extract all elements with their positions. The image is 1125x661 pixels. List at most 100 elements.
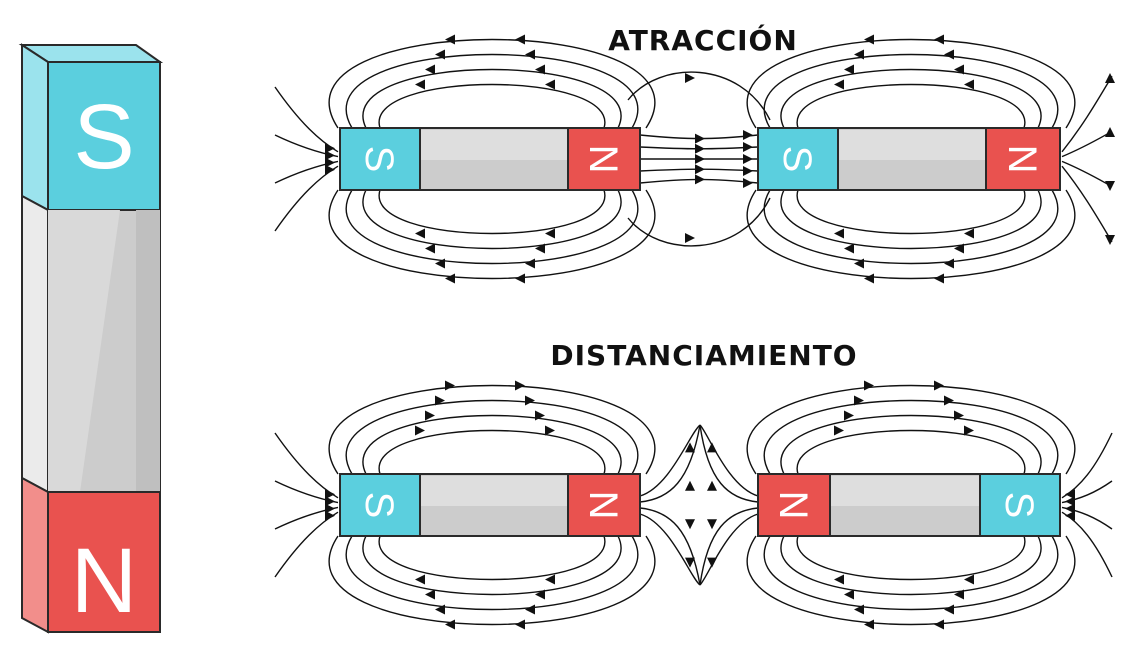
repulsion-magnet-right: N S [757,473,1061,537]
attraction-magnet-right: S N [757,127,1061,191]
field-line-58 [639,507,701,586]
repulsion-magnet-left: S N [339,473,641,537]
field-arrow-23 [685,233,695,243]
field-arrow-6 [525,258,535,269]
field-line-7 [328,38,656,129]
field-arrow-44 [944,395,954,406]
field-arrow-17 [695,133,705,144]
field-arrow-9 [964,79,974,90]
vertical-magnet-south-label: S [73,86,134,188]
repulsion-title: DISTANCIAMIENTO [550,339,857,372]
field-arrow-48 [325,489,335,500]
field-arrow-18 [695,143,705,154]
field-arrow-22 [685,73,695,83]
field-arrow-8 [515,273,525,284]
attraction-left-south-label: S [357,146,401,173]
field-line-31 [1061,165,1113,243]
field-line-8 [328,189,656,280]
field-arrow-34 [425,410,435,421]
field-lines [274,34,1115,630]
field-line-14 [763,189,1059,265]
field-arrow-35 [535,589,545,600]
field-line-15 [746,38,1076,129]
field-line-46 [746,384,1076,475]
field-line-11 [780,68,1042,129]
field-arrow-58 [685,519,695,530]
field-arrow-36 [525,395,535,406]
field-arrow-17 [743,130,753,140]
field-arrow-25 [1105,73,1115,83]
field-arrow-50 [685,442,695,453]
field-arrow-55 [707,480,717,491]
field-arrow-41 [834,574,844,585]
field-line-23 [627,197,771,247]
field-line-38 [328,384,656,475]
vertical-magnet-north-label: N [71,530,137,632]
field-line-49 [1061,432,1113,499]
field-arrow-14 [854,258,864,269]
field-arrow-43 [844,589,854,600]
field-arrow-60 [325,510,335,521]
attraction-title: ATRACCIÓN [608,23,798,57]
field-arrow-14 [944,258,954,269]
field-arrow-37 [525,604,535,615]
field-line-27 [1061,130,1113,158]
field-arrow-45 [854,604,864,615]
field-line-35 [362,535,622,596]
field-line-55 [699,424,759,503]
field-arrow-11 [954,64,964,75]
field-arrow-42 [844,410,854,421]
field-arrow-15 [864,34,874,45]
field-arrow-51 [707,442,717,453]
field-line-59 [699,507,759,586]
field-arrow-1 [415,79,425,90]
field-line-47 [746,535,1076,626]
field-line-22 [627,71,771,121]
field-arrow-31 [1105,235,1115,245]
field-line-13 [763,53,1059,129]
field-arrow-2 [545,228,555,239]
repulsion-right-north-label: N [771,491,815,520]
field-arrow-7 [515,34,525,45]
field-arrow-43 [954,589,964,600]
field-line-10 [796,189,1026,235]
field-arrow-24 [325,143,335,154]
field-line-33 [378,535,606,581]
field-arrow-47 [934,619,944,630]
field-line-9 [796,83,1026,129]
field-line-63 [699,513,759,586]
field-arrow-5 [435,49,445,60]
field-arrow-13 [854,49,864,60]
field-arrow-35 [425,589,435,600]
field-arrow-32 [545,425,555,436]
field-arrow-3 [535,64,545,75]
field-arrow-34 [535,410,545,421]
field-arrow-41 [964,574,974,585]
field-line-6 [345,189,639,265]
field-line-34 [362,414,622,475]
field-arrow-62 [685,557,695,568]
field-arrow-45 [944,604,954,615]
field-arrow-1 [545,79,555,90]
field-line-41 [796,535,1026,581]
field-arrow-11 [844,64,854,75]
field-arrow-21 [695,174,705,185]
field-arrow-12 [844,243,854,254]
field-line-32 [378,429,606,475]
field-arrow-16 [934,273,944,284]
field-arrow-16 [864,273,874,284]
repulsion-right-south-label: S [997,492,1041,519]
repulsion-left-north-label: N [581,491,625,520]
field-arrow-52 [325,496,335,507]
field-arrow-33 [545,574,555,585]
field-arrow-21 [743,178,753,188]
field-line-24 [274,86,339,153]
attraction-magnet-left: S N [339,127,641,191]
field-line-62 [639,513,701,586]
field-line-60 [274,511,339,578]
field-arrow-56 [325,503,335,514]
field-line-45 [763,535,1059,611]
field-arrow-8 [445,273,455,284]
field-arrow-40 [964,425,974,436]
field-arrow-49 [1065,489,1075,500]
